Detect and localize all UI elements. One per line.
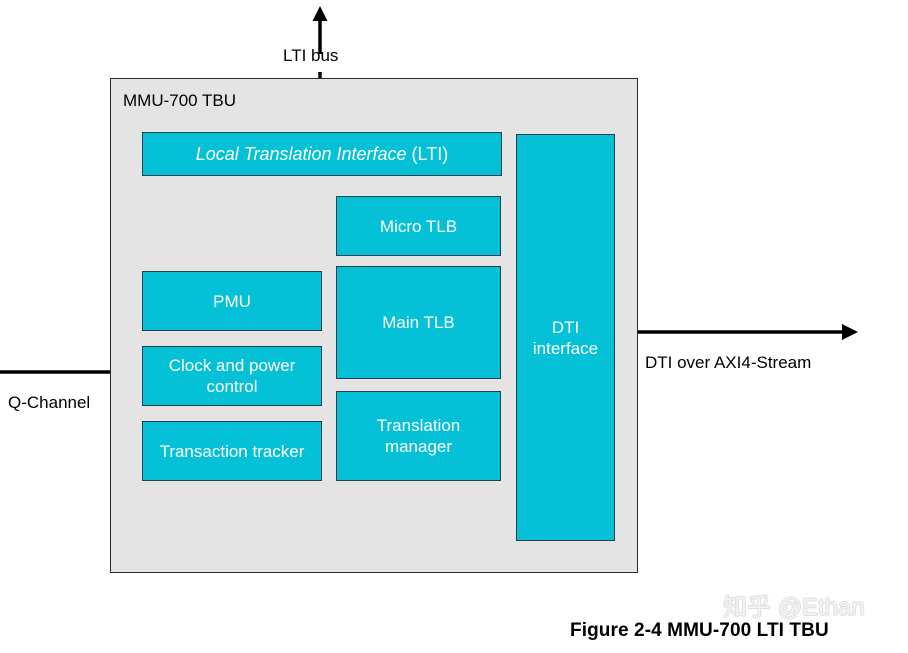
micro-tlb-label: Micro TLB xyxy=(379,216,458,236)
dti-axi-stream-arrow xyxy=(612,324,858,340)
figure-caption: Figure 2-4 MMU-700 LTI TBU xyxy=(570,620,829,641)
block-translation-manager: Translation manager xyxy=(336,391,501,481)
q-channel-label: Q-Channel xyxy=(8,393,91,412)
lti-label-italic: Local Translation Interface xyxy=(195,143,407,164)
block-micro-tlb: Micro TLB xyxy=(336,196,501,256)
block-local-translation-interface: Local Translation Interface (LTI) xyxy=(142,132,502,176)
mmu-700-tbu-container: MMU-700 TBU Local Translation Interface … xyxy=(110,78,638,573)
lti-bus-label: LTI bus xyxy=(283,46,339,65)
translation-manager-label: Translation manager xyxy=(376,416,461,456)
block-pmu: PMU xyxy=(142,271,322,331)
dti-axi-stream-label: DTI over AXI4-Stream xyxy=(645,353,812,372)
main-tlb-label: Main TLB xyxy=(382,313,455,332)
clock-power-control-label: Clock and power control xyxy=(168,356,296,396)
block-dti-interface: DTI interface xyxy=(516,134,615,541)
block-main-tlb: Main TLB xyxy=(336,266,501,379)
pmu-label: PMU xyxy=(213,291,251,311)
block-clock-and-power-control: Clock and power control xyxy=(142,346,322,406)
watermark: 知乎 @Ethan xyxy=(723,594,865,621)
lti-label-plain: (LTI) xyxy=(406,143,449,164)
lti-bus-up-arrow xyxy=(312,6,328,54)
block-transaction-tracker: Transaction tracker xyxy=(142,421,322,481)
dti-interface-label: DTI interface xyxy=(532,317,599,358)
mmu-700-tbu-title: MMU-700 TBU xyxy=(123,91,237,110)
transaction-tracker-label: Transaction tracker xyxy=(159,441,305,461)
